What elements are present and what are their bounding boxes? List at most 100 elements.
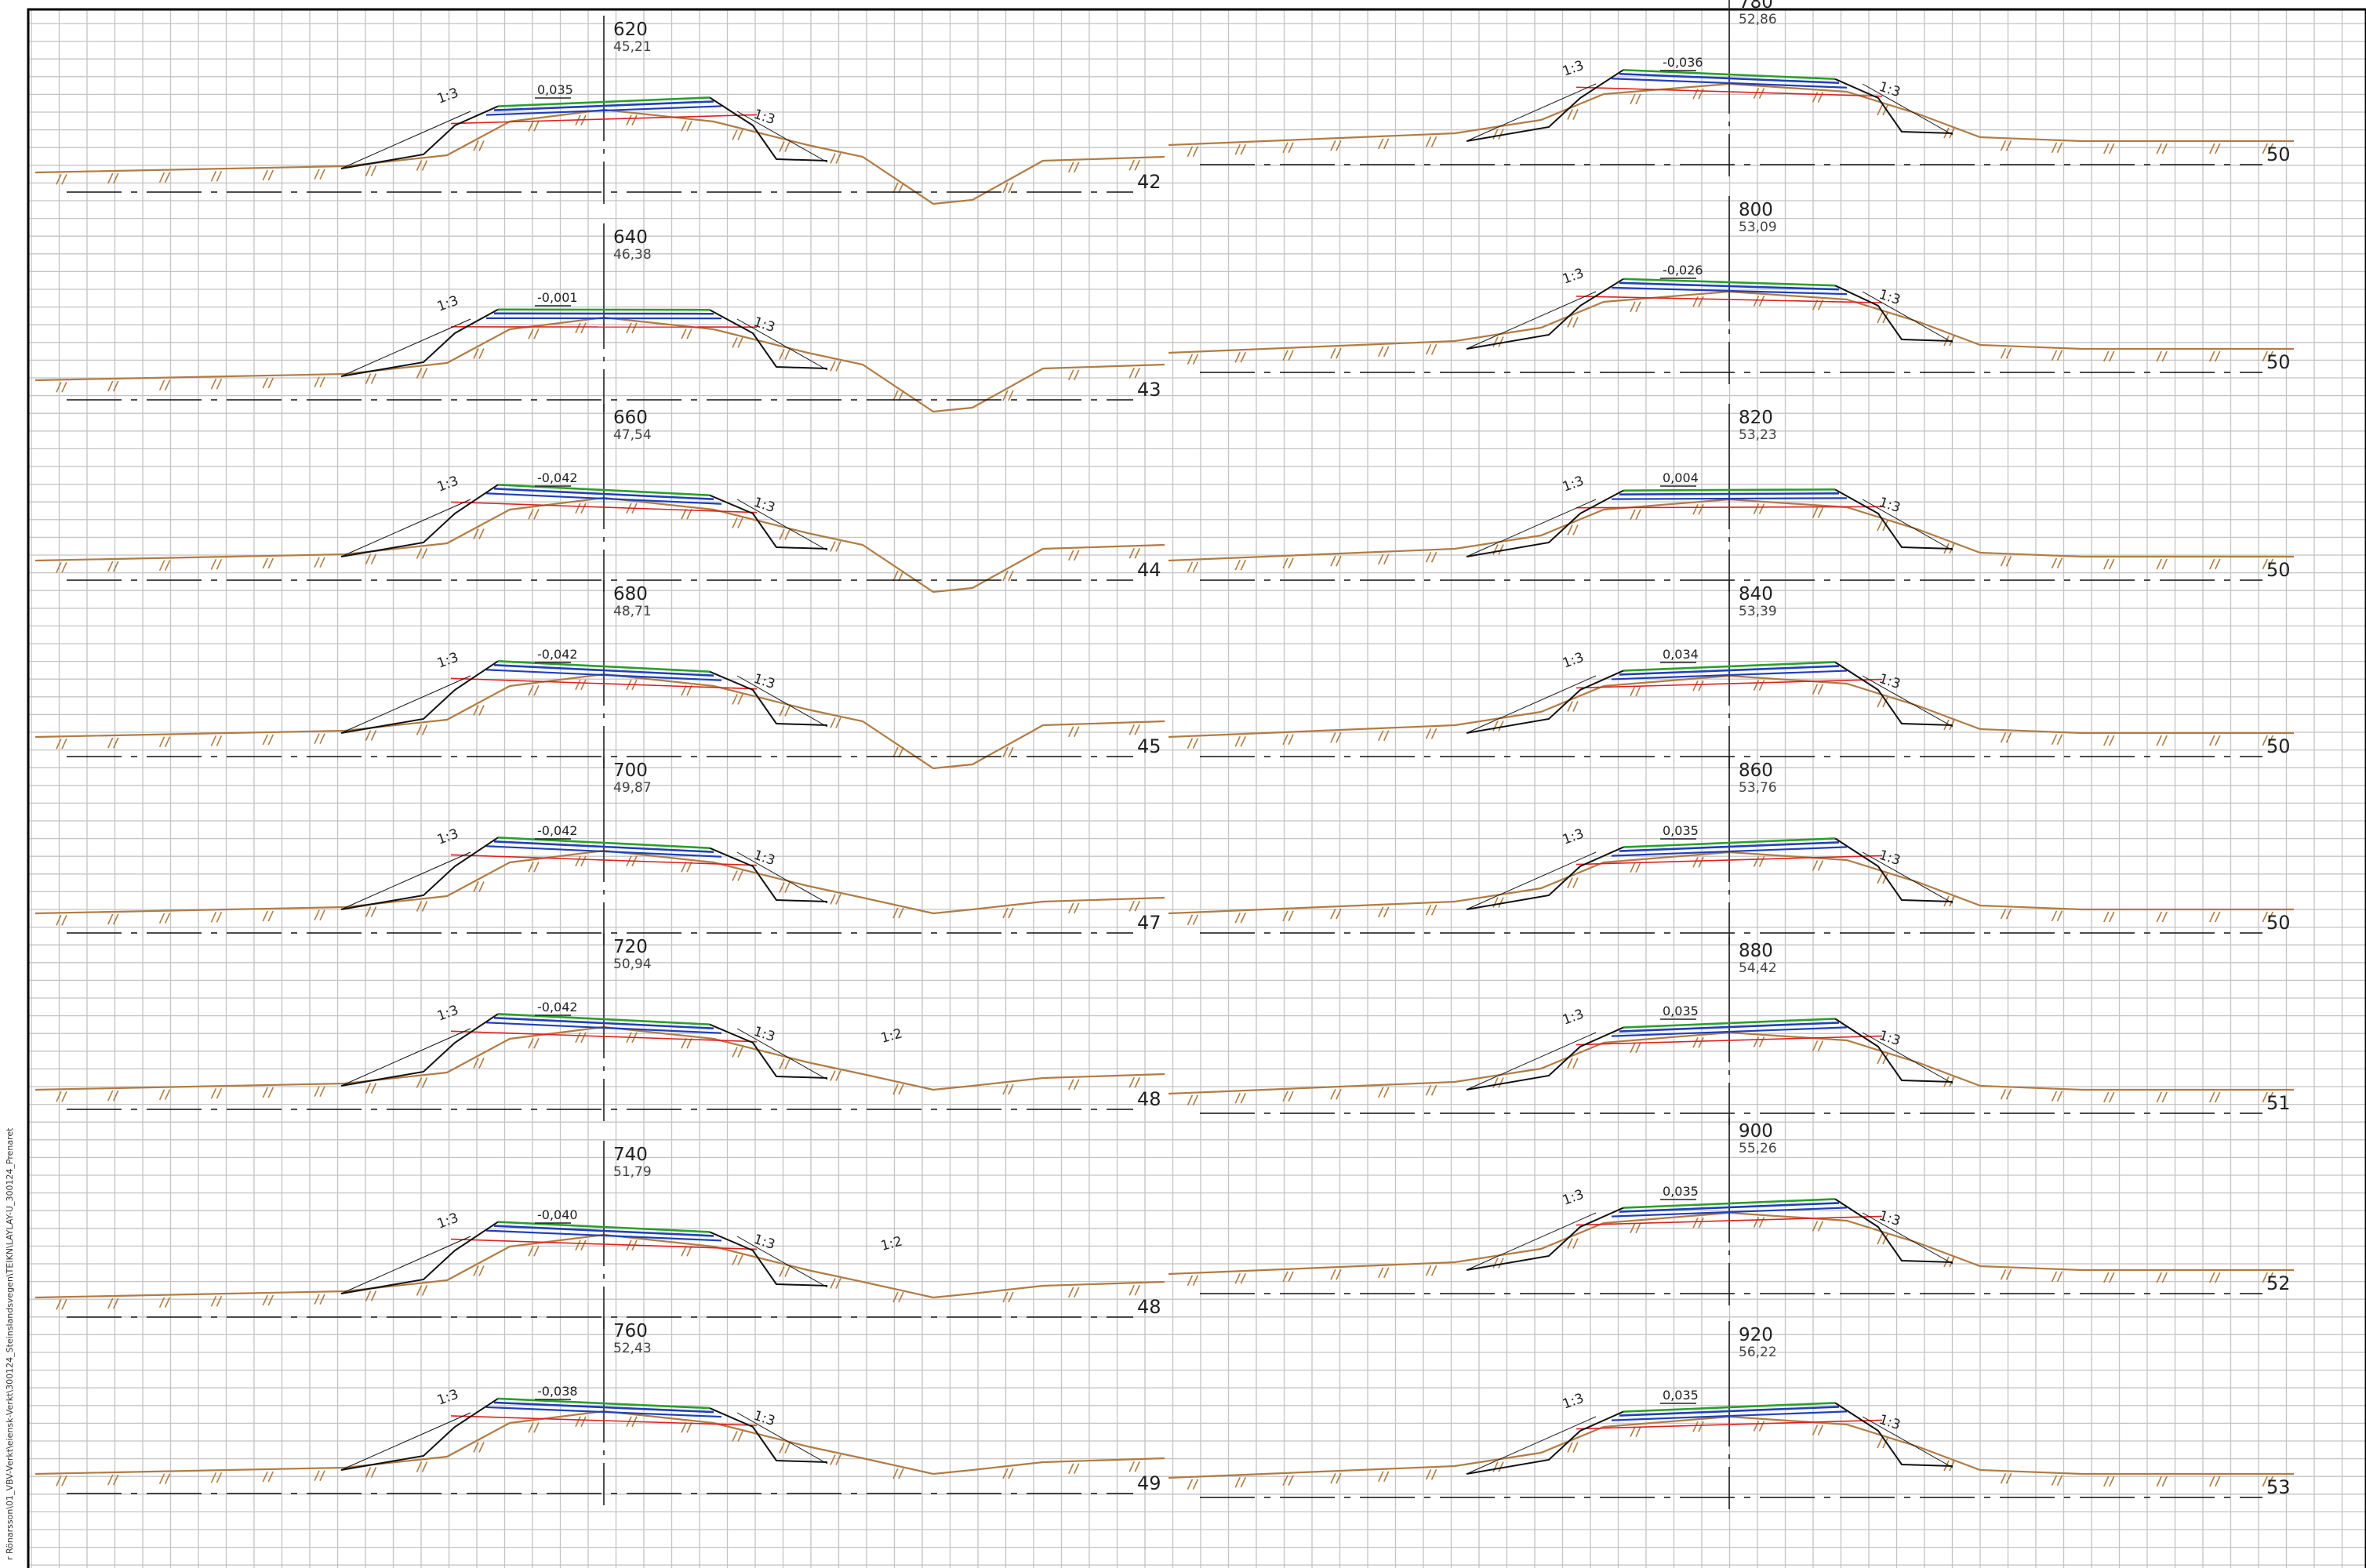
- ground-hatch: [267, 377, 274, 389]
- ground-hatch: [1068, 1079, 1074, 1091]
- ground-hatch: [1753, 856, 1760, 867]
- ground-hatch: [1425, 1265, 1432, 1276]
- right-slope: [1834, 1198, 1953, 1263]
- ground-hatch: [1572, 317, 1579, 328]
- ground-hatch: [1288, 1475, 1294, 1486]
- ground-hatch: [1877, 312, 1883, 324]
- ground-hatch: [1134, 900, 1140, 912]
- ground-hatch: [262, 1471, 268, 1483]
- base-course-line: [1611, 497, 1848, 500]
- ground-hatch: [686, 120, 692, 132]
- datum-label: 48: [1137, 1088, 1161, 1110]
- ground-hatch: [2209, 911, 2215, 923]
- ground-hatch: [262, 910, 268, 922]
- ground-hatch: [107, 561, 114, 572]
- ground-hatch: [262, 1294, 268, 1306]
- ground-hatch: [1698, 1421, 1704, 1432]
- ground-hatch: [732, 517, 738, 528]
- ground-line: [35, 673, 1165, 770]
- ground-hatch: [1068, 162, 1074, 173]
- ground-hatch: [1378, 1471, 1384, 1483]
- ground-hatch: [1192, 146, 1199, 158]
- ground-hatch: [1692, 503, 1699, 515]
- right-slope-thin: [1862, 851, 1953, 904]
- ground-hatch: [2209, 1475, 2215, 1487]
- left-slope-thin: [1466, 851, 1597, 910]
- ground-hatch: [533, 1037, 540, 1049]
- ground-hatch: [1753, 503, 1760, 514]
- ground-hatch: [1240, 1092, 1246, 1104]
- asphalt-line: [497, 483, 711, 497]
- ground-hatch: [2056, 1271, 2063, 1283]
- ground-hatch: [2161, 558, 2168, 570]
- ground-hatch: [2056, 142, 2063, 154]
- ground-hatch: [898, 746, 904, 758]
- ground-hatch: [1567, 701, 1573, 712]
- ground-hatch: [1692, 856, 1699, 868]
- ground-hatch: [686, 1421, 692, 1433]
- elevation-label: 51,79: [613, 1164, 652, 1180]
- ground-hatch: [898, 1291, 904, 1303]
- ground-hatch: [1877, 1053, 1883, 1065]
- ground-hatch: [1635, 93, 1641, 105]
- ground-hatch: [158, 560, 165, 572]
- ground-hatch: [1378, 554, 1384, 565]
- elevation-label: 55,26: [1739, 1141, 1777, 1156]
- ground-hatch: [164, 560, 171, 572]
- station-label: 920: [1739, 1325, 1773, 1345]
- ground-hatch: [2161, 1272, 2168, 1283]
- ground-hatch: [56, 738, 62, 750]
- base-course-line: [493, 487, 714, 501]
- ground-hatch: [1240, 912, 1246, 924]
- ground-hatch: [210, 378, 217, 390]
- base-course-line: [485, 105, 722, 116]
- base-course-line: [1619, 665, 1840, 676]
- ground-hatch: [1630, 862, 1636, 873]
- ground-hatch: [835, 361, 841, 372]
- ground-hatch: [210, 170, 217, 182]
- ground-hatch: [421, 160, 428, 171]
- right-slope-thin: [736, 851, 828, 904]
- ground-hatch: [575, 322, 581, 334]
- ground-hatch: [1692, 1036, 1699, 1048]
- ground-hatch: [2156, 558, 2162, 570]
- ground-hatch: [107, 737, 114, 749]
- ground-hatch: [1383, 730, 1390, 742]
- ground-hatch: [1288, 1091, 1294, 1102]
- subgrade-line: [1576, 1419, 1883, 1430]
- ground-hatch: [158, 1297, 165, 1308]
- ground-hatch: [2156, 735, 2162, 746]
- ground-hatch: [267, 1471, 274, 1483]
- ground-hatch: [737, 337, 743, 348]
- ground-hatch: [1430, 1265, 1437, 1276]
- ground-hatch: [216, 735, 223, 746]
- ground-hatch: [1008, 1083, 1014, 1095]
- right-slope: [709, 96, 828, 162]
- right-slope: [1834, 1018, 1953, 1083]
- datum-label: 50: [2266, 735, 2291, 757]
- ground-hatch: [1877, 1437, 1883, 1449]
- ground-hatch: [1288, 1271, 1294, 1283]
- elevation-label: 48,71: [613, 604, 652, 619]
- slope-label-left: 1:3: [1561, 650, 1586, 672]
- ground-hatch: [631, 114, 638, 126]
- ground-hatch: [1330, 555, 1336, 567]
- asphalt-line: [497, 96, 711, 107]
- ground-hatch: [528, 1245, 534, 1257]
- ground-hatch: [473, 528, 479, 539]
- ground-hatch: [892, 907, 899, 919]
- ground-hatch: [216, 1295, 223, 1307]
- ground-hatch: [830, 153, 836, 164]
- ground-hatch: [2156, 143, 2162, 154]
- ground-hatch: [319, 1470, 325, 1482]
- ground-hatch: [210, 1472, 217, 1483]
- crossfall-label: -0,036: [1663, 55, 1703, 70]
- ground-hatch: [835, 153, 841, 164]
- station-label: 840: [1739, 584, 1773, 604]
- ground-hatch: [216, 1472, 223, 1483]
- elevation-label: 45,21: [613, 39, 652, 55]
- asphalt-line: [1623, 488, 1836, 492]
